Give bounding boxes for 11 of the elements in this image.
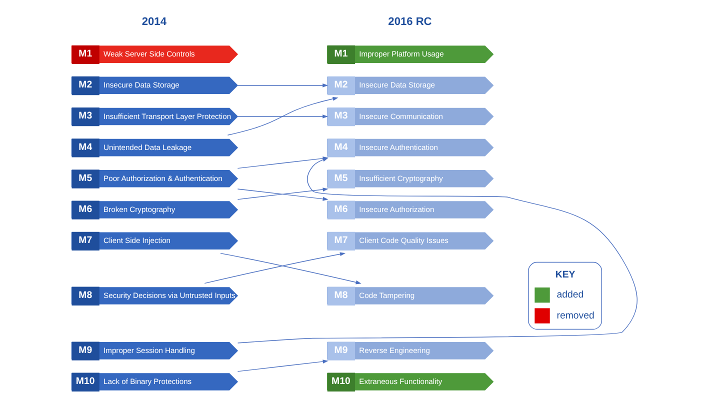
label: KEY bbox=[555, 269, 576, 280]
label: 2016 RC bbox=[388, 16, 432, 28]
legend-label: added bbox=[556, 290, 584, 301]
arrow bbox=[237, 114, 328, 118]
legend-label: removed bbox=[556, 310, 594, 322]
arrow bbox=[227, 96, 338, 136]
label: 2014 bbox=[142, 16, 166, 28]
arrow bbox=[220, 252, 362, 284]
arrow bbox=[237, 360, 328, 372]
arrow bbox=[204, 252, 346, 284]
arrow bbox=[237, 83, 328, 88]
